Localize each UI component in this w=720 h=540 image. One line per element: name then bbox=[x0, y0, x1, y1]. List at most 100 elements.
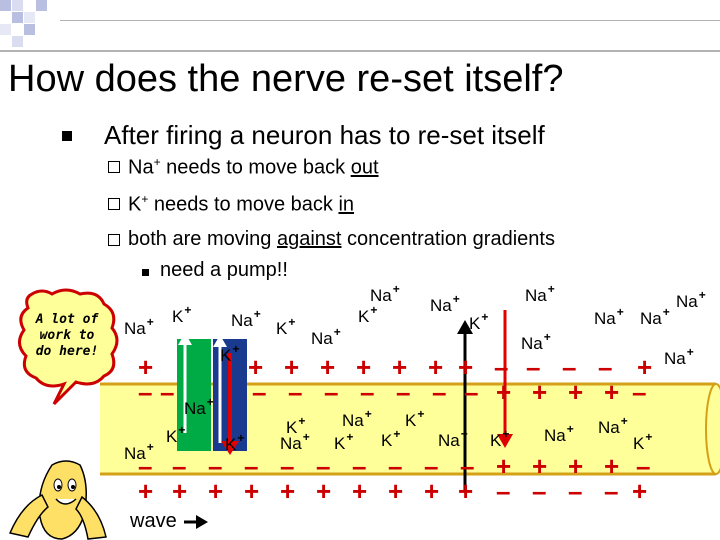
page-title: How does the nerve re-set itself? bbox=[8, 58, 564, 100]
sodium-ion-label: Na+ bbox=[311, 325, 341, 348]
sodium-ion-label: Na+ bbox=[525, 282, 555, 305]
positive-charge-icon: + bbox=[568, 451, 584, 481]
positive-charge-icon: + bbox=[392, 352, 408, 382]
na-exit-arrow-icon bbox=[457, 320, 473, 490]
sodium-ion-label: Na+ bbox=[280, 430, 310, 453]
positive-charge-icon: + bbox=[208, 476, 224, 506]
positive-charge-icon: + bbox=[496, 377, 512, 407]
negative-charge-icon: – bbox=[388, 451, 403, 481]
banana-character-icon bbox=[8, 460, 107, 540]
sodium-ion-label: Na+ bbox=[664, 345, 694, 368]
positive-charge-icon: + bbox=[632, 476, 648, 506]
positive-charge-icon: + bbox=[316, 476, 332, 506]
sodium-ion-label: Na+ bbox=[370, 282, 400, 305]
positive-charge-icon: + bbox=[138, 476, 154, 506]
potassium-ion-label: K+ bbox=[172, 303, 192, 326]
sodium-ion-label: Na+ bbox=[124, 315, 154, 338]
negative-charge-icon: – bbox=[526, 352, 541, 382]
positive-charge-icon: + bbox=[604, 377, 620, 407]
potassium-ion-label: K+ bbox=[469, 310, 489, 333]
wave-arrow-icon bbox=[184, 514, 209, 529]
negative-charge-icon: – bbox=[160, 377, 175, 407]
potassium-ion-label: K+ bbox=[166, 423, 186, 446]
bullet-square-icon bbox=[62, 131, 72, 141]
positive-charge-icon: + bbox=[284, 352, 300, 382]
potassium-ion-label: K+ bbox=[225, 431, 245, 454]
potassium-ion-label: K+ bbox=[405, 407, 425, 430]
negative-charge-icon: – bbox=[316, 451, 331, 481]
negative-charge-icon: – bbox=[432, 377, 447, 407]
sodium-ion-label: Na+ bbox=[594, 305, 624, 328]
negative-charge-icon: – bbox=[494, 352, 509, 382]
positive-charge-icon: + bbox=[637, 352, 653, 382]
sub-sub-bullet-text: need a pump!! bbox=[160, 259, 288, 281]
positive-charge-icon: + bbox=[320, 352, 336, 382]
wave-label: wave bbox=[130, 510, 210, 533]
positive-charge-icon: + bbox=[604, 451, 620, 481]
potassium-ion-label: K+ bbox=[286, 414, 306, 437]
potassium-ion-label: K+ bbox=[220, 342, 240, 365]
positive-charge-icon: + bbox=[248, 352, 264, 382]
sodium-ion-label: Na+ bbox=[598, 414, 628, 437]
negative-charge-icon: – bbox=[352, 451, 367, 481]
bullet-main-text: After firing a neuron has to re-set itse… bbox=[104, 120, 545, 150]
bullet-square-icon bbox=[142, 269, 149, 276]
potassium-ion-label: K+ bbox=[633, 430, 653, 453]
negative-charge-icon: – bbox=[460, 451, 475, 481]
checkbox-bullet-icon bbox=[108, 234, 120, 246]
sodium-ion-label: Na+ bbox=[521, 330, 551, 353]
negative-charge-icon: – bbox=[288, 377, 303, 407]
positive-charge-icon: + bbox=[244, 476, 260, 506]
negative-charge-icon: – bbox=[464, 377, 479, 407]
potassium-ion-label: K+ bbox=[358, 303, 378, 326]
sodium-ion-label: Na+ bbox=[184, 395, 214, 418]
sodium-ion-label: Na+ bbox=[430, 292, 460, 315]
k-entry-arrow-icon bbox=[497, 310, 513, 448]
positive-charge-icon: + bbox=[172, 476, 188, 506]
sodium-potassium-pump bbox=[177, 333, 247, 455]
negative-charge-icon: – bbox=[632, 377, 647, 407]
speech-bubble bbox=[18, 288, 119, 406]
potassium-ion-label: K+ bbox=[334, 430, 354, 453]
potassium-ion-label: K+ bbox=[276, 315, 296, 338]
potassium-ion-label: K+ bbox=[490, 427, 510, 450]
positive-charge-icon: + bbox=[532, 451, 548, 481]
negative-charge-icon: – bbox=[604, 476, 619, 506]
potassium-ion-label: K+ bbox=[381, 427, 401, 450]
sodium-ion-label: Na+ bbox=[640, 305, 670, 328]
negative-charge-icon: – bbox=[172, 451, 187, 481]
positive-charge-icon: + bbox=[428, 352, 444, 382]
positive-charge-icon: + bbox=[458, 352, 474, 382]
negative-charge-icon: – bbox=[568, 476, 583, 506]
positive-charge-icon: + bbox=[496, 451, 512, 481]
negative-charge-icon: – bbox=[598, 352, 613, 382]
negative-charge-icon: – bbox=[208, 451, 223, 481]
positive-charge-icon: + bbox=[138, 352, 154, 382]
positive-charge-icon: + bbox=[388, 476, 404, 506]
checkbox-bullet-icon bbox=[108, 161, 120, 173]
title-rule bbox=[0, 50, 720, 52]
negative-charge-icon: – bbox=[252, 377, 267, 407]
sodium-ion-label: Na+ bbox=[231, 307, 261, 330]
sodium-ion-label: Na+ bbox=[342, 407, 372, 430]
positive-charge-icon: + bbox=[356, 352, 372, 382]
top-rule bbox=[60, 20, 720, 21]
negative-charge-icon: – bbox=[324, 377, 339, 407]
callout-text: A lot of work to do here! bbox=[35, 312, 99, 359]
sodium-ion-label: Na+ bbox=[676, 288, 706, 311]
positive-charge-icon: + bbox=[280, 476, 296, 506]
negative-charge-icon: – bbox=[280, 451, 295, 481]
positive-charge-icon: + bbox=[352, 476, 368, 506]
negative-charge-icon: – bbox=[496, 476, 511, 506]
positive-charge-icon: + bbox=[424, 476, 440, 506]
negative-charge-icon: – bbox=[636, 451, 651, 481]
positive-charge-icon: + bbox=[458, 476, 474, 506]
sodium-ion-label: Na+ bbox=[438, 427, 468, 450]
negative-charge-icon: – bbox=[396, 377, 411, 407]
positive-charge-icon: + bbox=[532, 377, 548, 407]
positive-charge-icon: + bbox=[568, 377, 584, 407]
negative-charge-icon: – bbox=[138, 451, 153, 481]
negative-charge-icon: – bbox=[138, 377, 153, 407]
sodium-ion-label: Na+ bbox=[544, 422, 574, 445]
negative-charge-icon: – bbox=[532, 476, 547, 506]
